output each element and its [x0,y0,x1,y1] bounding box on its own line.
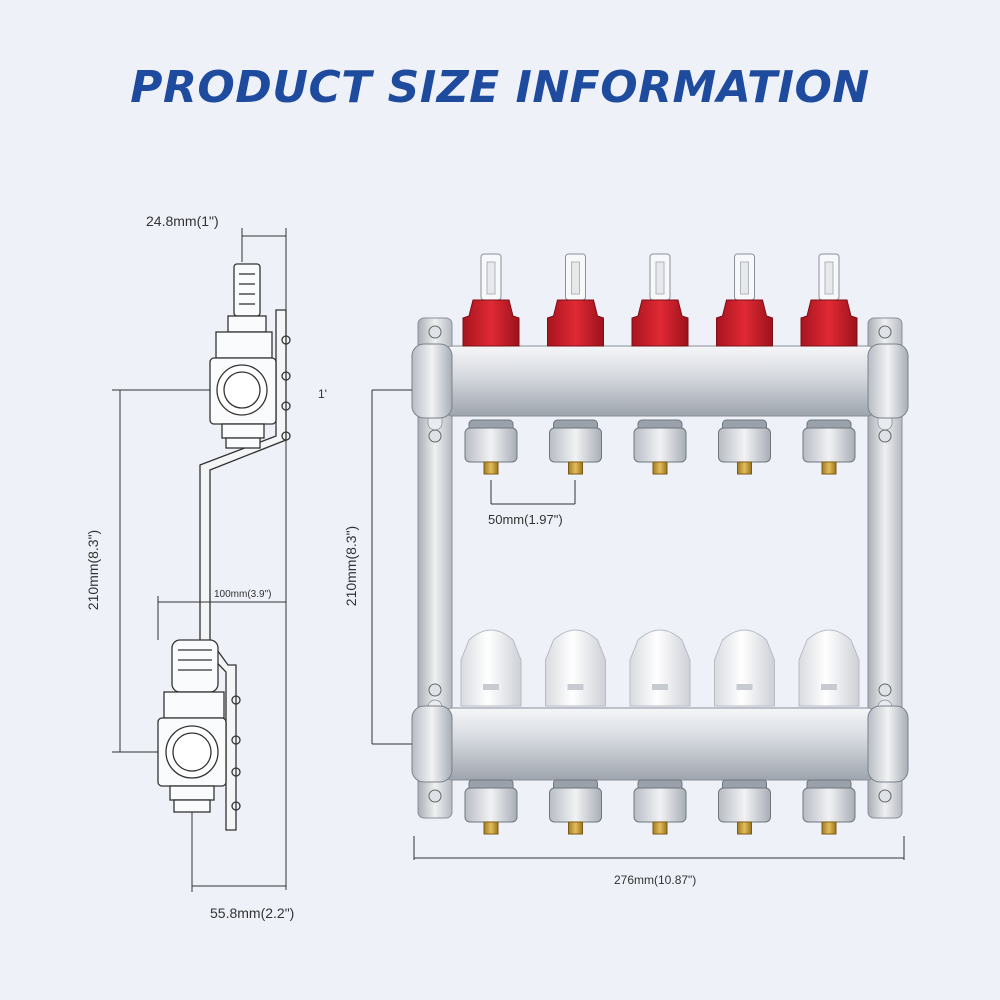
bottom-compression-nut [718,787,771,823]
bottom-header-pipe [411,705,909,783]
valve-cap-mark [483,684,499,690]
top-brass-fitting [652,461,668,475]
side-lower-actuator [163,639,225,719]
valve-cap [714,629,775,707]
bottom-brass-fitting [483,821,499,835]
valve-cap-mark [821,684,837,690]
top-brass-fitting [737,461,752,475]
flowmeter-cap [716,299,773,347]
side-inner-label: 1' [318,387,327,401]
bottom-brass-fitting [568,821,583,835]
bolt-icon [878,789,892,803]
side-top-width-label: 24.8mm(1") [146,213,219,229]
outlet-3 [629,253,691,835]
bolt-icon [428,789,442,803]
side-lower-valve [157,695,241,813]
outlet-2 [545,253,606,835]
side-bottom-width-label: 55.8mm(2.2") [210,905,294,921]
front-width-label: 276mm(10.87") [614,873,696,887]
outlet-5 [798,253,860,835]
top-compression-nut [718,427,771,463]
side-flowmeter [227,263,267,333]
valve-cap [798,629,860,707]
bottom-compression-nut [549,787,602,823]
side-mounting-plate [199,309,287,831]
front-spacing-label: 50mm(1.97") [488,512,563,527]
outlet-1 [460,253,522,835]
valve-cap [629,629,691,707]
outlets-group [460,253,860,835]
side-dimension-lines [112,228,287,892]
front-dimension-lines [371,389,905,860]
side-height-label: 210mm(8.3") [85,530,101,610]
bolt-icon [428,325,442,339]
flowmeter-cap [547,299,604,347]
bottom-compression-nut [633,787,687,823]
bottom-compression-nut [464,787,518,823]
bottom-brass-fitting [737,821,752,835]
top-brass-fitting [821,461,837,475]
flowmeter-scale [655,261,665,295]
flowmeter-scale [740,261,749,295]
bolt-icon [428,429,442,443]
valve-cap-mark [567,684,584,690]
front-view [411,253,909,835]
top-brass-fitting [483,461,499,475]
valve-cap-mark [736,684,753,690]
valve-cap [460,629,522,707]
top-compression-nut [549,427,602,463]
page-title: PRODUCT SIZE INFORMATION [130,62,870,113]
top-compression-nut [464,427,518,463]
front-height-label: 210mm(8.3") [343,526,359,606]
bolt-icon [878,325,892,339]
valve-cap-mark [652,684,668,690]
outlet-4 [714,253,775,835]
bottom-brass-fitting [652,821,668,835]
top-brass-fitting [568,461,583,475]
bolt-icon [428,683,442,697]
flowmeter-scale [824,261,834,295]
side-offset-label: 100mm(3.9") [214,589,271,600]
bottom-brass-fitting [821,821,837,835]
top-compression-nut [633,427,687,463]
top-header-pipe [411,343,909,419]
flowmeter-scale [486,261,496,295]
bolt-icon [878,683,892,697]
bottom-compression-nut [802,787,856,823]
valve-cap [545,629,606,707]
flowmeter-scale [571,261,580,295]
flowmeter-cap [631,299,689,347]
side-view [157,263,291,831]
flowmeter-cap [462,299,520,347]
top-compression-nut [802,427,856,463]
side-upper-valve [209,331,291,449]
bolt-icon [878,429,892,443]
flowmeter-cap [800,299,858,347]
